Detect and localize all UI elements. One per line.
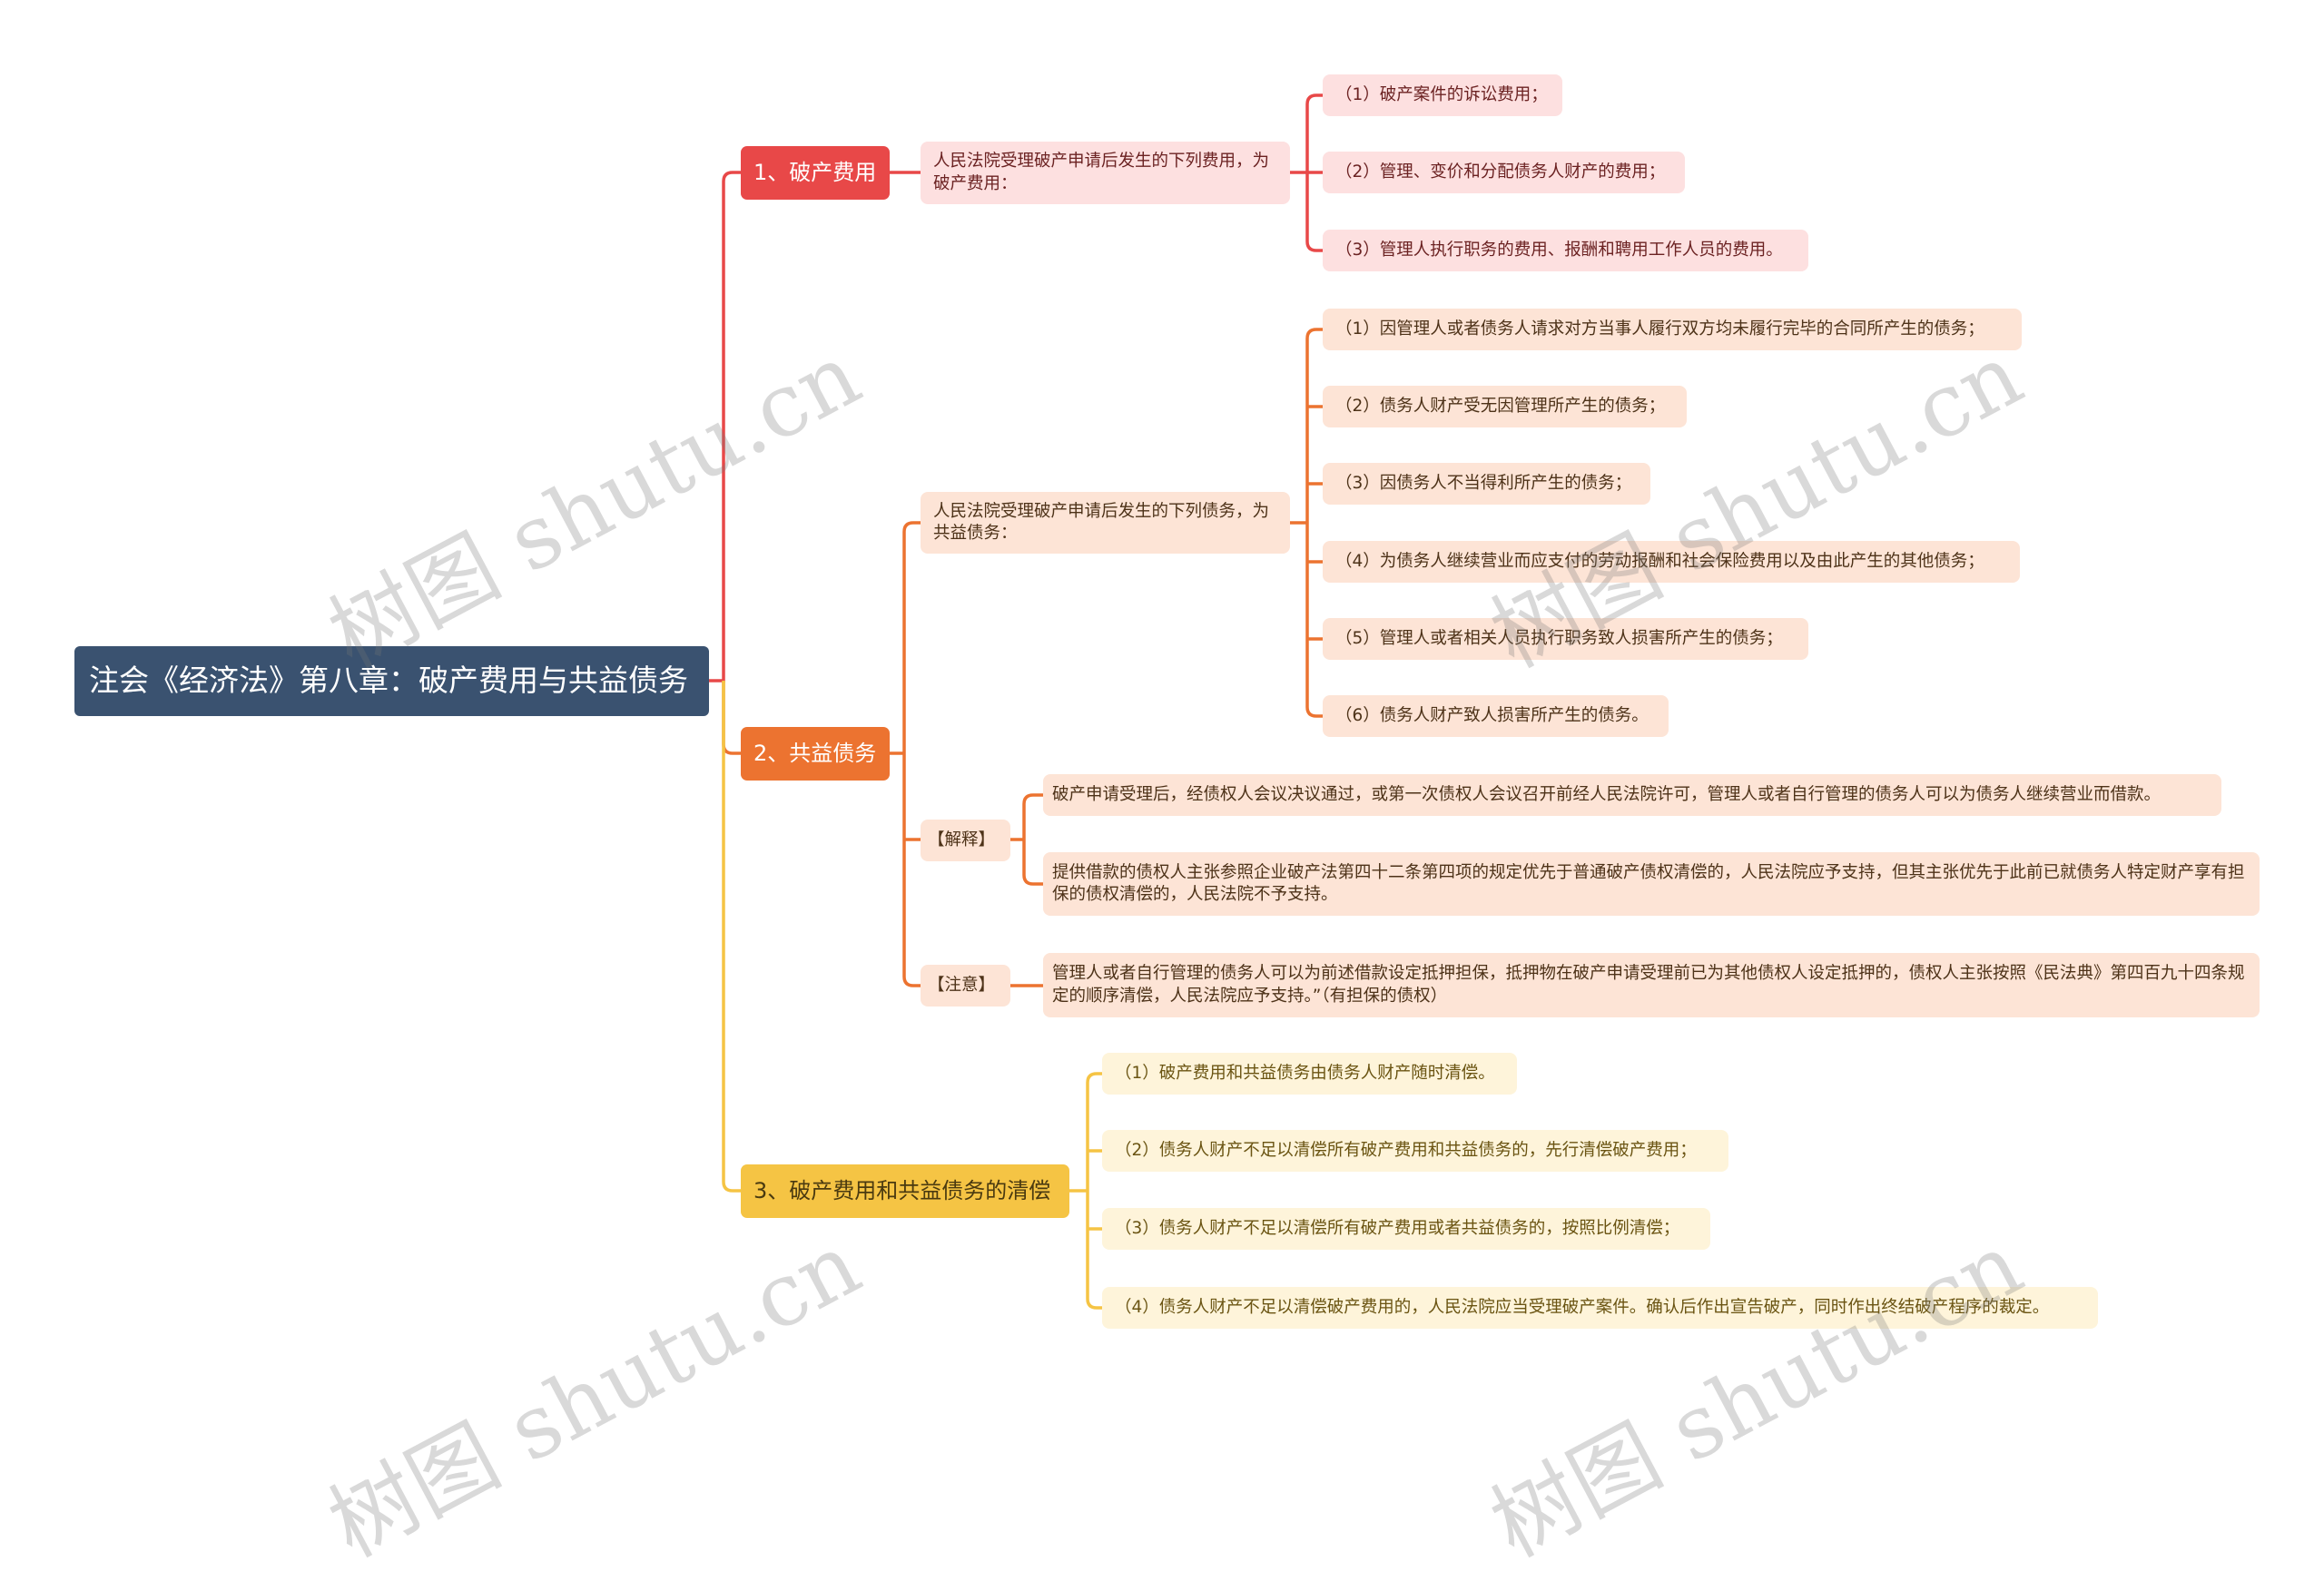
node-text: 【解释】 <box>928 830 996 849</box>
connector-lines <box>709 93 1323 1310</box>
node-text: （2）管理、变价和分配债务人财产的费用； <box>1335 162 1666 182</box>
explain-item[interactable]: 破产申请受理后，经债权人会议决议通过，或第一次债权人会议召开前经人民法院许可，管… <box>1043 774 2221 816</box>
node-text: （4）债务人财产不足以清偿破产费用的，人民法院应当受理破产案件。确认后作出宣告破… <box>1115 1297 2050 1317</box>
branch-label: 3、破产费用和共益债务的清偿 <box>753 1177 1051 1203</box>
node-text: 人民法院受理破产申请后发生的下列费用，为破产费用： <box>933 152 1270 193</box>
node-text: 【注意】 <box>928 975 996 995</box>
node-text: （2）债务人财产不足以清偿所有破产费用和共益债务的，先行清偿破产费用； <box>1115 1140 1697 1160</box>
root-node[interactable]: 注会《经济法》第八章：破产费用与共益债务 <box>74 646 709 716</box>
list-item[interactable]: （1）因管理人或者债务人请求对方当事人履行双方均未履行完毕的合同所产生的债务； <box>1323 309 2022 350</box>
list-item[interactable]: （2）债务人财产不足以清偿所有破产费用和共益债务的，先行清偿破产费用； <box>1102 1130 1728 1172</box>
node-text: （2）债务人财产受无因管理所产生的债务； <box>1335 396 1666 416</box>
expenses-description[interactable]: 人民法院受理破产申请后发生的下列费用，为破产费用： <box>921 142 1290 204</box>
node-text: （1）破产费用和共益债务由债务人财产随时清偿。 <box>1115 1063 1495 1083</box>
root-title: 注会《经济法》第八章：破产费用与共益债务 <box>89 663 688 699</box>
list-item[interactable]: （4）债务人财产不足以清偿破产费用的，人民法院应当受理破产案件。确认后作出宣告破… <box>1102 1287 2098 1329</box>
explain-node[interactable]: 【解释】 <box>921 820 1010 861</box>
node-text: （6）债务人财产致人损害所产生的债务。 <box>1335 705 1649 725</box>
node-text: 管理人或者自行管理的债务人可以为前述借款设定抵押担保，抵押物在破产申请受理前已为… <box>1052 964 2245 1006</box>
node-text: （3）管理人执行职务的费用、报酬和聘用工作人员的费用。 <box>1335 240 1783 260</box>
list-item[interactable]: （4）为债务人继续营业而应支付的劳动报酬和社会保险费用以及由此产生的其他债务； <box>1323 541 2020 583</box>
note-node[interactable]: 【注意】 <box>921 965 1010 1007</box>
note-item[interactable]: 管理人或者自行管理的债务人可以为前述借款设定抵押担保，抵押物在破产申请受理前已为… <box>1043 953 2260 1017</box>
node-text: （3）债务人财产不足以清偿所有破产费用或者共益债务的，按照比例清偿； <box>1115 1218 1680 1238</box>
list-item[interactable]: （3）债务人财产不足以清偿所有破产费用或者共益债务的，按照比例清偿； <box>1102 1208 1710 1250</box>
branch-repayment[interactable]: 3、破产费用和共益债务的清偿 <box>741 1164 1069 1218</box>
list-item[interactable]: （3）因债务人不当得利所产生的债务； <box>1323 463 1650 505</box>
node-text: （3）因债务人不当得利所产生的债务； <box>1335 473 1632 493</box>
branch-common-debts[interactable]: 2、共益债务 <box>741 727 890 781</box>
list-item[interactable]: （5）管理人或者相关人员执行职务致人损害所产生的债务； <box>1323 618 1808 660</box>
node-text: （1）因管理人或者债务人请求对方当事人履行双方均未履行完毕的合同所产生的债务； <box>1335 319 1984 339</box>
branch-bankruptcy-expenses[interactable]: 1、破产费用 <box>741 146 890 200</box>
list-item[interactable]: （2）管理、变价和分配债务人财产的费用； <box>1323 152 1685 193</box>
node-text: 提供借款的债权人主张参照企业破产法第四十二条第四项的规定优先于普通破产债权清偿的… <box>1052 862 2245 904</box>
common-debts-description[interactable]: 人民法院受理破产申请后发生的下列债务，为共益债务： <box>921 492 1290 554</box>
list-item[interactable]: （1）破产案件的诉讼费用； <box>1323 74 1562 116</box>
explain-item[interactable]: 提供借款的债权人主张参照企业破产法第四十二条第四项的规定优先于普通破产债权清偿的… <box>1043 852 2260 916</box>
node-text: 人民法院受理破产申请后发生的下列债务，为共益债务： <box>933 501 1270 543</box>
node-text: （1）破产案件的诉讼费用； <box>1335 84 1548 104</box>
node-text: 破产申请受理后，经债权人会议决议通过，或第一次债权人会议召开前经人民法院许可，管… <box>1052 784 2162 804</box>
branch-label: 1、破产费用 <box>753 159 877 185</box>
branch-label: 2、共益债务 <box>753 740 877 766</box>
node-text: （4）为债务人继续营业而应支付的劳动报酬和社会保险费用以及由此产生的其他债务； <box>1335 551 1984 571</box>
list-item[interactable]: （3）管理人执行职务的费用、报酬和聘用工作人员的费用。 <box>1323 230 1808 271</box>
list-item[interactable]: （2）债务人财产受无因管理所产生的债务； <box>1323 386 1687 427</box>
node-text: （5）管理人或者相关人员执行职务致人损害所产生的债务； <box>1335 628 1783 648</box>
list-item[interactable]: （6）债务人财产致人损害所产生的债务。 <box>1323 695 1669 737</box>
list-item[interactable]: （1）破产费用和共益债务由债务人财产随时清偿。 <box>1102 1053 1517 1095</box>
